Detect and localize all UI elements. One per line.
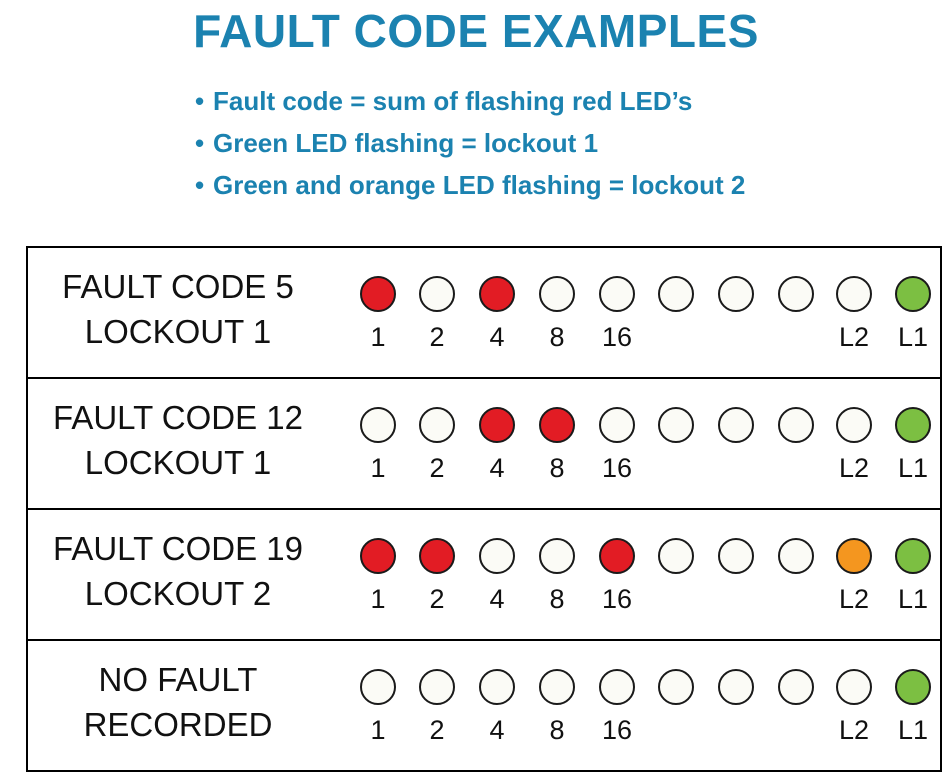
fault-label: FAULT CODE 5 LOCKOUT 1 [28,264,328,354]
page-title: FAULT CODE EXAMPLES [193,5,759,57]
led-indicator [419,276,455,312]
fault-row: NO FAULT RECORDED 1 2 4 8 16 L2 L1 [28,641,940,771]
led-label: 16 [601,715,633,745]
led-indicator [778,407,814,443]
led-label: 2 [429,584,445,614]
led-indicator [479,669,515,705]
led-indicator [718,669,754,705]
led-label: L2 [838,715,870,745]
led-label: 8 [549,715,565,745]
led-indicator [895,669,931,705]
led-label: 1 [370,715,386,745]
led-indicator [360,669,396,705]
led-indicator [658,407,694,443]
led-indicator [718,407,754,443]
fault-label-line1: FAULT CODE 12 [52,399,304,436]
led-indicator [836,669,872,705]
led-indicator [658,669,694,705]
led-label: L1 [897,584,929,614]
led-label: 4 [489,715,505,745]
led-indicator [599,276,635,312]
bullet-text: Green LED flashing = lockout 1 [213,128,599,158]
bullet-list: •Fault code = sum of flashing red LED’s … [195,80,745,206]
led-label: L1 [897,322,929,352]
led-indicator [895,276,931,312]
led-label: 2 [429,715,445,745]
led-indicator [895,407,931,443]
led-indicator [836,276,872,312]
led-indicator [836,407,872,443]
led-indicator [895,538,931,574]
led-indicator [360,276,396,312]
fault-label-line2: RECORDED [83,706,273,743]
led-indicator [539,407,575,443]
led-label: 16 [601,453,633,483]
led-label: L2 [838,322,870,352]
fault-row: FAULT CODE 12 LOCKOUT 1 1 2 4 8 16 L2 L1 [28,379,940,510]
led-indicator [778,538,814,574]
led-indicator [539,276,575,312]
fault-label-line2: LOCKOUT 1 [84,313,272,350]
fault-label: FAULT CODE 12 LOCKOUT 1 [28,395,328,485]
led-label: 4 [489,453,505,483]
led-label: 1 [370,453,386,483]
bullet-item: • Green and orange LED flashing = lockout… [195,164,745,206]
led-label: 8 [549,322,565,352]
bullet-text: Green and orange LED flashing = lockout … [213,170,746,200]
led-indicator [778,276,814,312]
bullet-marker: • [195,128,205,158]
led-indicator [599,669,635,705]
led-label: 4 [489,322,505,352]
led-indicator [479,407,515,443]
led-label: 4 [489,584,505,614]
fault-label-line1: FAULT CODE 5 [62,268,294,305]
bullet-marker: • [195,170,205,200]
led-indicator [479,276,515,312]
led-indicator [419,538,455,574]
fault-row: FAULT CODE 19 LOCKOUT 2 1 2 4 8 16 L2 L1 [28,510,940,641]
fault-label-line2: LOCKOUT 1 [84,444,272,481]
led-indicator [718,538,754,574]
led-indicator [419,669,455,705]
fault-label-line1: FAULT CODE 19 [52,530,304,567]
led-indicator [599,407,635,443]
led-indicator [658,276,694,312]
led-label: L2 [838,584,870,614]
led-indicator [836,538,872,574]
led-label: 2 [429,322,445,352]
fault-row: FAULT CODE 5 LOCKOUT 1 1 2 4 8 16 L2 L1 [28,248,940,379]
led-indicator [778,669,814,705]
led-label: 2 [429,453,445,483]
fault-label: NO FAULT RECORDED [28,657,328,747]
led-indicator [419,407,455,443]
led-indicator [360,538,396,574]
fault-label-line1: NO FAULT [98,661,258,698]
bullet-text: Fault code = sum of flashing red LED’s [213,86,693,116]
led-label: 8 [549,453,565,483]
led-indicator [360,407,396,443]
fault-label: FAULT CODE 19 LOCKOUT 2 [28,526,328,616]
fault-label-line2: LOCKOUT 2 [84,575,272,612]
led-indicator [658,538,694,574]
led-label: 1 [370,322,386,352]
led-indicator [718,276,754,312]
led-label: 16 [601,584,633,614]
bullet-marker: • [195,86,205,116]
led-label: L2 [838,453,870,483]
led-indicator [539,538,575,574]
led-label: L1 [897,715,929,745]
bullet-item: • Fault code = sum of flashing red LED’s [195,80,745,122]
led-label: 1 [370,584,386,614]
led-indicator [539,669,575,705]
bullet-item: • Green LED flashing = lockout 1 [195,122,745,164]
led-indicator [599,538,635,574]
led-label: L1 [897,453,929,483]
led-indicator [479,538,515,574]
led-label: 16 [601,322,633,352]
led-label: 8 [549,584,565,614]
